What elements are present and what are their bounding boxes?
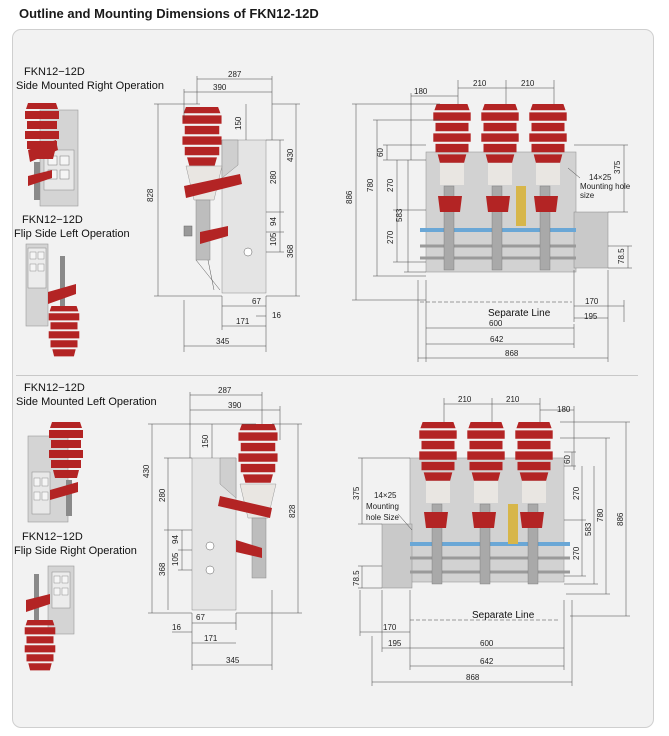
dim-60: 60: [376, 148, 385, 157]
dim-270-a-b: 270: [572, 486, 581, 500]
dim-171-b: 171: [204, 634, 218, 643]
dim-375: 375: [613, 160, 622, 174]
dim-210-b: 210: [521, 79, 535, 88]
hole-note-size: 14×25: [589, 173, 612, 182]
dim-868-b: 868: [466, 673, 480, 682]
bottom-side-view: [191, 424, 278, 611]
section-divider: [16, 375, 638, 376]
dim-78-5: 78.5: [617, 248, 626, 264]
dim-390: 390: [213, 83, 227, 92]
page-title: Outline and Mounting Dimensions of FKN12…: [19, 6, 319, 21]
dim-210-a-b: 210: [458, 395, 472, 404]
dim-368-b: 368: [158, 562, 167, 576]
dim-583: 583: [395, 208, 404, 222]
dim-60-b: 60: [563, 455, 572, 464]
top-variant-b-label: Flip Side Left Operation: [14, 228, 130, 240]
dim-886: 886: [345, 190, 354, 204]
dim-345: 345: [216, 337, 230, 346]
bottom-front-dim-text: 210 210 180 60 375 270 780 886 583 270 7…: [352, 395, 625, 682]
dim-583-b: 583: [584, 522, 593, 536]
dim-886-b: 886: [616, 512, 625, 526]
dim-642-b: 642: [480, 657, 494, 666]
dim-270-b: 270: [386, 230, 395, 244]
dim-105: 105: [269, 232, 278, 246]
dim-270-a: 270: [386, 178, 395, 192]
dim-280: 280: [269, 170, 278, 184]
dim-600: 600: [489, 319, 503, 328]
bottom-variant-b-model: FKN12−12D: [22, 531, 83, 543]
dim-94-b: 94: [171, 535, 180, 544]
dim-170-b: 170: [383, 623, 397, 632]
hole-note-line1-b: Mounting: [366, 502, 399, 511]
dim-430-b: 430: [142, 464, 151, 478]
dim-368: 368: [286, 244, 295, 258]
dim-105-b: 105: [171, 552, 180, 566]
dim-180-b: 180: [557, 405, 571, 414]
dim-375-b: 375: [352, 486, 361, 500]
bottom-side-dim-text: 287 390 150 430 828 280 94 105 368 67 16…: [142, 386, 297, 665]
bottom-variant-a-label: Side Mounted Left Operation: [16, 396, 157, 408]
top-variant-a-model: FKN12−12D: [24, 66, 85, 78]
dim-210-a: 210: [473, 79, 487, 88]
top-side-dim-lines: [154, 76, 300, 352]
dim-780: 780: [366, 178, 375, 192]
dim-67: 67: [252, 297, 261, 306]
top-variant-a-label: Side Mounted Right Operation: [16, 80, 164, 92]
dim-780-b: 780: [596, 508, 605, 522]
dim-868: 868: [505, 349, 519, 358]
bottom-side-dim-lines: [148, 392, 302, 670]
dim-78-5-b: 78.5: [352, 570, 361, 586]
bottom-thumb-a: [27, 422, 83, 523]
top-variant-b-model: FKN12−12D: [22, 214, 83, 226]
top-thumb-b: [25, 243, 80, 357]
hole-note-line2-b: hole Size: [366, 513, 399, 522]
dim-287-b: 287: [218, 386, 232, 395]
dim-195: 195: [584, 312, 598, 321]
top-front-dim-text: 180 210 210 60 375 270 780 886 583 270 7…: [345, 79, 631, 358]
dim-270-b-b: 270: [572, 546, 581, 560]
dim-345-b: 345: [226, 656, 240, 665]
dim-287: 287: [228, 70, 242, 79]
dim-180: 180: [414, 87, 428, 96]
dim-67-b: 67: [196, 613, 205, 622]
hole-note-line1: Mounting hole: [580, 182, 631, 191]
dim-150: 150: [234, 116, 243, 130]
top-side-view: [182, 107, 267, 294]
dim-642: 642: [490, 335, 504, 344]
dim-210-b-b: 210: [506, 395, 520, 404]
top-side-dim-text: 287 390 150 430 828 280 94 105 368 67 17…: [146, 70, 295, 346]
dim-828: 828: [146, 188, 155, 202]
dim-430: 430: [286, 148, 295, 162]
dim-171: 171: [236, 317, 250, 326]
separate-line-label: Separate Line: [488, 308, 551, 319]
dim-170: 170: [585, 297, 599, 306]
top-thumb-a: [25, 103, 79, 207]
dim-16: 16: [272, 311, 281, 320]
dim-280-b: 280: [158, 488, 167, 502]
bottom-variant-a-model: FKN12−12D: [24, 382, 85, 394]
top-front-dim-lines: [352, 80, 632, 362]
separate-line-label-b: Separate Line: [472, 610, 535, 621]
bottom-variant-b-label: Flip Side Right Operation: [14, 545, 137, 557]
dim-94: 94: [269, 217, 278, 226]
dim-828-b: 828: [288, 504, 297, 518]
hole-note-line2: size: [580, 191, 595, 200]
bottom-thumb-b: [24, 565, 75, 671]
dim-150-b: 150: [201, 434, 210, 448]
dim-600-b: 600: [480, 639, 494, 648]
top-front-view: [420, 104, 609, 273]
bottom-front-view: [381, 422, 570, 589]
dim-390-b: 390: [228, 401, 242, 410]
hole-note-size-b: 14×25: [374, 491, 397, 500]
dim-195-b: 195: [388, 639, 402, 648]
dim-16-b: 16: [172, 623, 181, 632]
bottom-front-dim-lines: [358, 398, 630, 686]
